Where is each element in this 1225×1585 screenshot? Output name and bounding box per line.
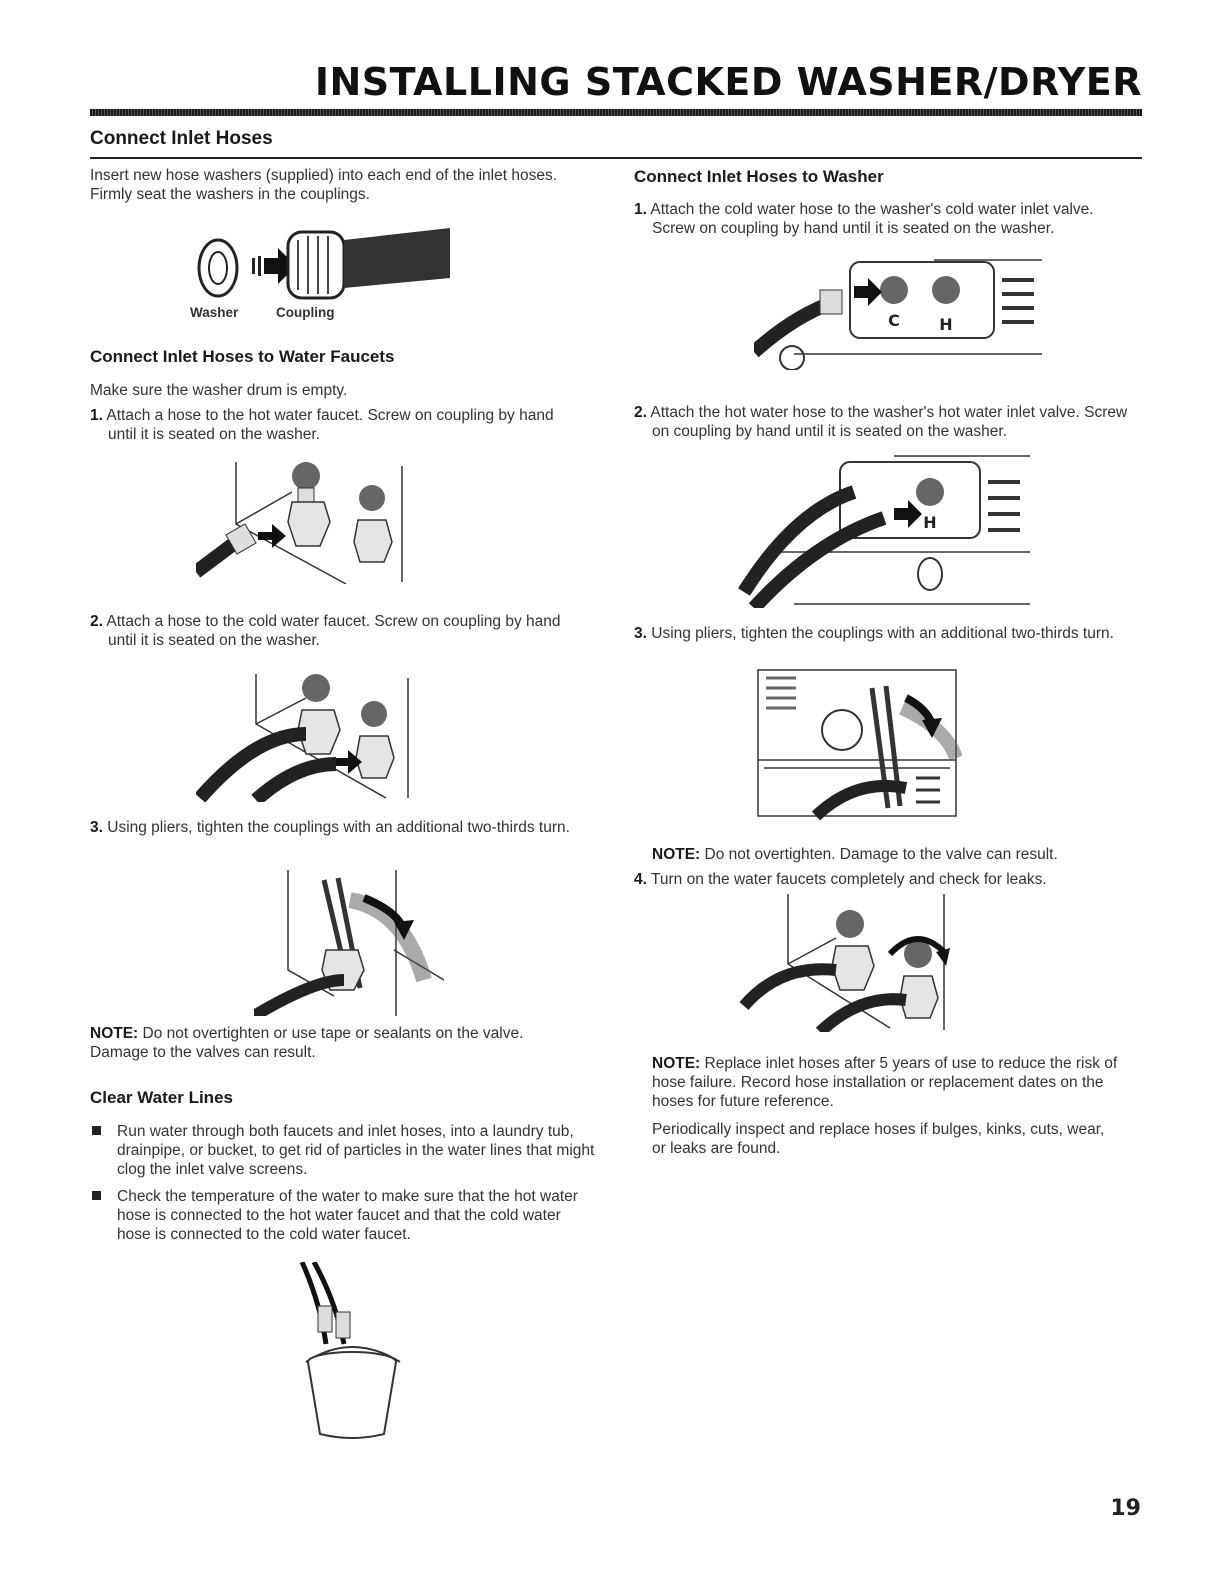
page-title: INSTALLING STACKED WASHER/DRYER (314, 60, 1142, 104)
washer-coupling-illustration (197, 228, 450, 300)
washer-caption: Washer (190, 305, 239, 320)
washer-step-1: 1. Attach the cold water hose to the was… (634, 201, 1094, 237)
clear-bullet-2: Check the temperature of the water to ma… (90, 1187, 597, 1244)
faucets-intro: Make sure the washer drum is empty. (90, 382, 348, 399)
faucet-pliers-illustration (254, 870, 445, 1016)
faucet-step-3: 3. Using pliers, tighten the couplings w… (90, 819, 570, 836)
left-note: NOTE: Do not overtighten or use tape or … (90, 1025, 524, 1061)
washer-step-4: 4. Turn on the water faucets completely … (634, 871, 1047, 888)
cold-inlet-illustration: C H (754, 259, 1042, 370)
washer-step-3: 3. Using pliers, tighten the couplings w… (634, 625, 1114, 642)
inspect-paragraph: Periodically inspect and replace hoses i… (652, 1121, 1105, 1157)
title-rule (90, 109, 1142, 116)
faucets-heading: Connect Inlet Hoses to Water Faucets (90, 347, 395, 366)
hot-faucet-illustration (196, 462, 403, 584)
hot-valve-label-2: H (923, 513, 936, 532)
bucket-illustration (299, 1262, 401, 1439)
faucet-step-1: 1. Attach a hose to the hot water faucet… (90, 407, 554, 443)
hot-valve-label: H (939, 315, 952, 334)
clear-bullet-1: Run water through both faucets and inlet… (90, 1122, 597, 1179)
intro-paragraph: Insert new hose washers (supplied) into … (90, 167, 557, 203)
section-title: Connect Inlet Hoses (90, 128, 273, 149)
faucet-step-2: 2. Attach a hose to the cold water fauce… (90, 613, 561, 649)
hot-inlet-illustration: H (738, 455, 1030, 608)
cold-valve-label: C (888, 311, 900, 330)
section-rule (90, 157, 1142, 159)
washer-pliers-illustration (757, 669, 962, 820)
cold-faucet-illustration (196, 674, 409, 802)
right-note-replace: NOTE: Replace inlet hoses after 5 years … (652, 1055, 1118, 1110)
clear-water-heading: Clear Water Lines (90, 1088, 233, 1107)
page-number: 19 (1110, 1496, 1141, 1521)
washer-connect-heading: Connect Inlet Hoses to Washer (634, 167, 884, 186)
faucets-on-illustration (740, 894, 950, 1032)
right-note-overtighten: NOTE: Do not overtighten. Damage to the … (652, 846, 1058, 863)
washer-step-2: 2. Attach the hot water hose to the wash… (634, 404, 1128, 440)
coupling-caption: Coupling (276, 305, 335, 320)
